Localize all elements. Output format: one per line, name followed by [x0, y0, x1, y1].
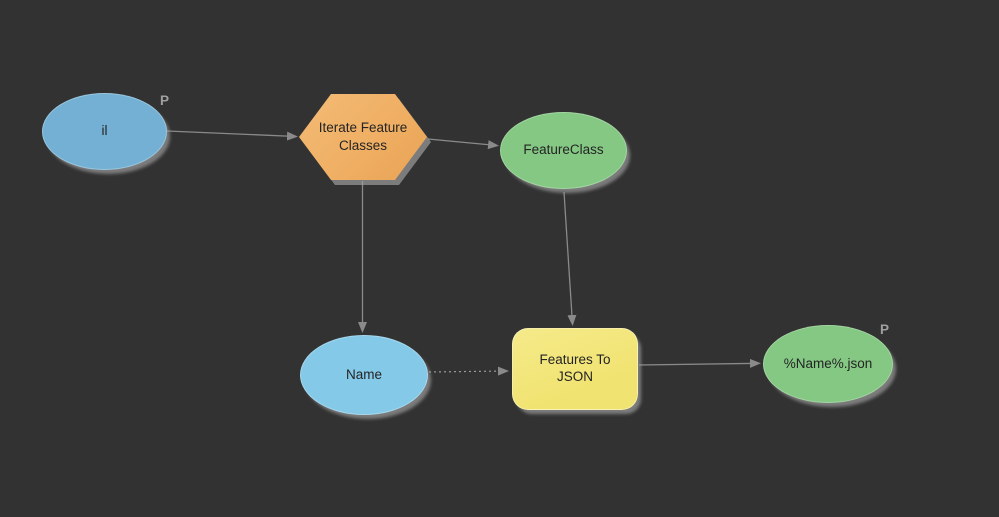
node-label: il	[101, 123, 108, 139]
node-label: Name	[345, 366, 382, 382]
connector-il-to-iterate[interactable]	[166, 130, 298, 141]
connector-featureclass-to-tool[interactable]	[563, 191, 577, 326]
node-data-featureclass[interactable]: FeatureClass	[500, 112, 627, 189]
parameter-badge-output: P	[880, 322, 890, 337]
node-tool-features-to-json[interactable]: Features To JSON	[512, 328, 638, 410]
parameter-badge-il: P	[160, 93, 170, 108]
node-label: %Name%.json	[783, 355, 873, 371]
node-data-output-json[interactable]: %Name%.json	[763, 325, 893, 403]
connector-name-to-tool-precondition[interactable]	[428, 366, 509, 376]
node-label: FeatureClass	[523, 142, 604, 158]
node-label: Features To JSON	[539, 352, 611, 384]
node-iterator-iterate-feature-classes[interactable]: Iterate Feature Classes	[299, 94, 431, 185]
node-label: Iterate Feature Classes	[318, 120, 408, 153]
node-variable-name[interactable]: Name	[300, 335, 428, 415]
connector-tool-to-output[interactable]	[638, 358, 761, 368]
connector-iterate-to-featureclass[interactable]	[427, 138, 499, 150]
hexagon-shape[interactable]: Iterate Feature Classes	[299, 94, 427, 180]
node-variable-il[interactable]: il	[42, 93, 167, 170]
